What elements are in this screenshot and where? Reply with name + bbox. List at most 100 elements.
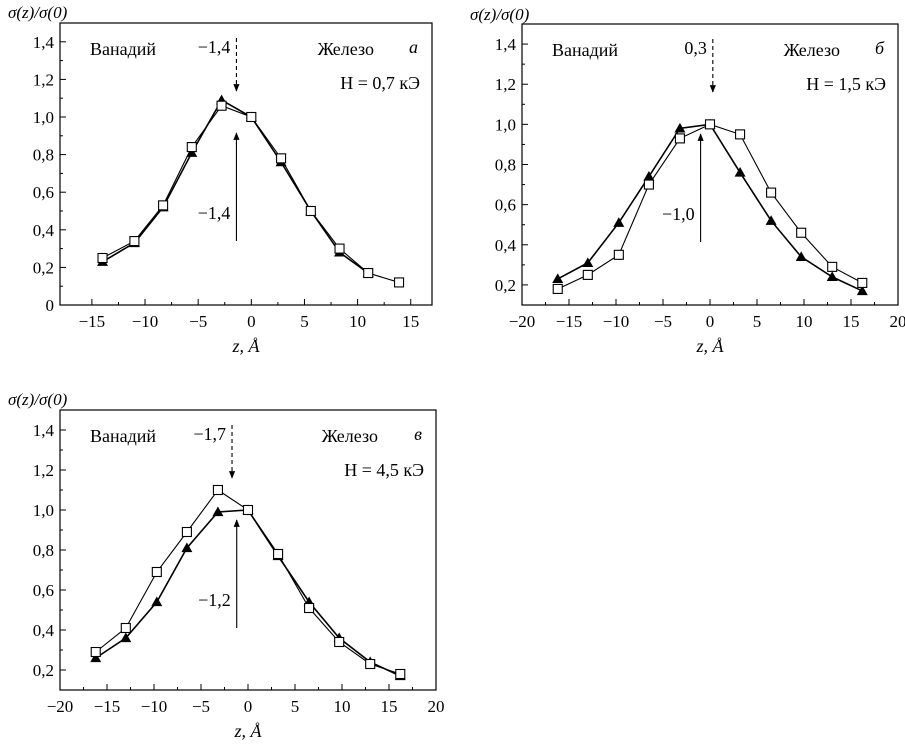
plot-frame	[60, 23, 432, 305]
series-line-square	[558, 124, 863, 289]
panel-letter: в	[414, 424, 422, 444]
square-point	[583, 270, 592, 279]
left-material-label: Ванадий	[90, 39, 156, 59]
x-tick-label: −10	[141, 697, 168, 716]
x-axis-label: z, Å	[696, 336, 725, 356]
series-line-square	[96, 490, 401, 674]
y-tick-label: 1,2	[33, 70, 54, 89]
x-tick-label: 15	[402, 312, 419, 331]
square-point	[244, 506, 253, 515]
series-line-triangle	[96, 510, 401, 676]
y-tick-label: 0,2	[495, 276, 516, 295]
square-point	[797, 228, 806, 237]
triangle-point	[613, 217, 624, 227]
x-tick-label: 0	[244, 697, 253, 716]
square-point	[767, 188, 776, 197]
square-point	[706, 120, 715, 129]
x-tick-label: −20	[509, 312, 536, 331]
y-tick-label: 0,6	[33, 183, 54, 202]
series-line-square	[103, 106, 400, 283]
y-tick-label: 1,4	[495, 35, 517, 54]
top-arrow-label: −1,4	[198, 37, 231, 57]
y-tick-label: 0,2	[33, 661, 54, 680]
square-point	[277, 154, 286, 163]
triangle-point	[151, 597, 162, 607]
plot-frame	[522, 24, 898, 305]
field-label: H = 0,7 кЭ	[340, 73, 420, 93]
square-point	[121, 624, 130, 633]
y-tick-label: 0,2	[33, 258, 54, 277]
square-point	[247, 113, 256, 122]
x-tick-label: 15	[381, 697, 398, 716]
x-tick-label: 10	[796, 312, 813, 331]
x-tick-label: 5	[753, 312, 762, 331]
x-tick-label: 20	[890, 312, 905, 331]
x-tick-label: 20	[428, 697, 445, 716]
y-tick-label: 0,8	[33, 541, 54, 560]
y-axis-label: σ(z)/σ(0)	[470, 5, 530, 24]
y-tick-label: 1,0	[33, 501, 54, 520]
x-tick-label: −15	[556, 312, 583, 331]
x-tick-label: −5	[654, 312, 672, 331]
square-point	[396, 670, 405, 679]
square-point	[274, 550, 283, 559]
y-tick-label: 0,4	[495, 236, 517, 255]
series-line-triangle	[558, 124, 863, 291]
plot-frame	[60, 410, 436, 690]
field-label: H = 1,5 кЭ	[806, 74, 886, 94]
right-material-label: Железо	[784, 40, 840, 60]
square-point	[335, 638, 344, 647]
square-point	[675, 134, 684, 143]
x-tick-label: 5	[300, 312, 309, 331]
square-point	[553, 284, 562, 293]
left-material-label: Ванадий	[552, 40, 618, 60]
x-tick-label: 0	[706, 312, 715, 331]
square-point	[736, 130, 745, 139]
square-point	[614, 250, 623, 259]
triangle-point	[827, 271, 838, 281]
field-label: H = 4,5 кЭ	[344, 460, 424, 480]
left-material-label: Ванадий	[90, 426, 156, 446]
square-point	[364, 269, 373, 278]
triangle-point	[552, 273, 563, 283]
y-tick-label: 1,4	[33, 421, 55, 440]
x-tick-label: 15	[843, 312, 860, 331]
y-tick-label: 0,8	[495, 156, 516, 175]
square-point	[130, 237, 139, 246]
bottom-arrow-label: −1,2	[198, 590, 231, 610]
x-tick-label: −20	[47, 697, 74, 716]
square-point	[187, 143, 196, 152]
square-point	[366, 660, 375, 669]
y-tick-label: 0	[46, 296, 55, 315]
x-tick-label: −5	[189, 312, 207, 331]
x-tick-label: −10	[132, 312, 159, 331]
x-tick-label: −5	[192, 697, 210, 716]
square-point	[858, 278, 867, 287]
square-point	[828, 262, 837, 271]
bottom-arrow-label: −1,4	[198, 203, 231, 223]
triangle-point	[735, 167, 746, 177]
y-tick-label: 0,4	[33, 221, 55, 240]
x-tick-label: −10	[603, 312, 630, 331]
y-tick-label: 1,0	[495, 115, 516, 134]
y-tick-label: 1,2	[495, 75, 516, 94]
x-tick-label: 5	[291, 697, 300, 716]
y-tick-label: 0,6	[33, 581, 54, 600]
top-arrow-label: 0,3	[684, 38, 707, 58]
square-point	[395, 278, 404, 287]
panel-letter: б	[875, 38, 885, 58]
x-tick-label: −15	[79, 312, 106, 331]
square-point	[152, 568, 161, 577]
x-tick-label: 10	[334, 697, 351, 716]
panel-letter: а	[409, 37, 418, 57]
square-point	[305, 604, 314, 613]
y-tick-label: 1,4	[33, 33, 55, 52]
square-point	[306, 207, 315, 216]
top-arrow-label: −1,7	[193, 424, 226, 444]
y-tick-label: 1,0	[33, 108, 54, 127]
